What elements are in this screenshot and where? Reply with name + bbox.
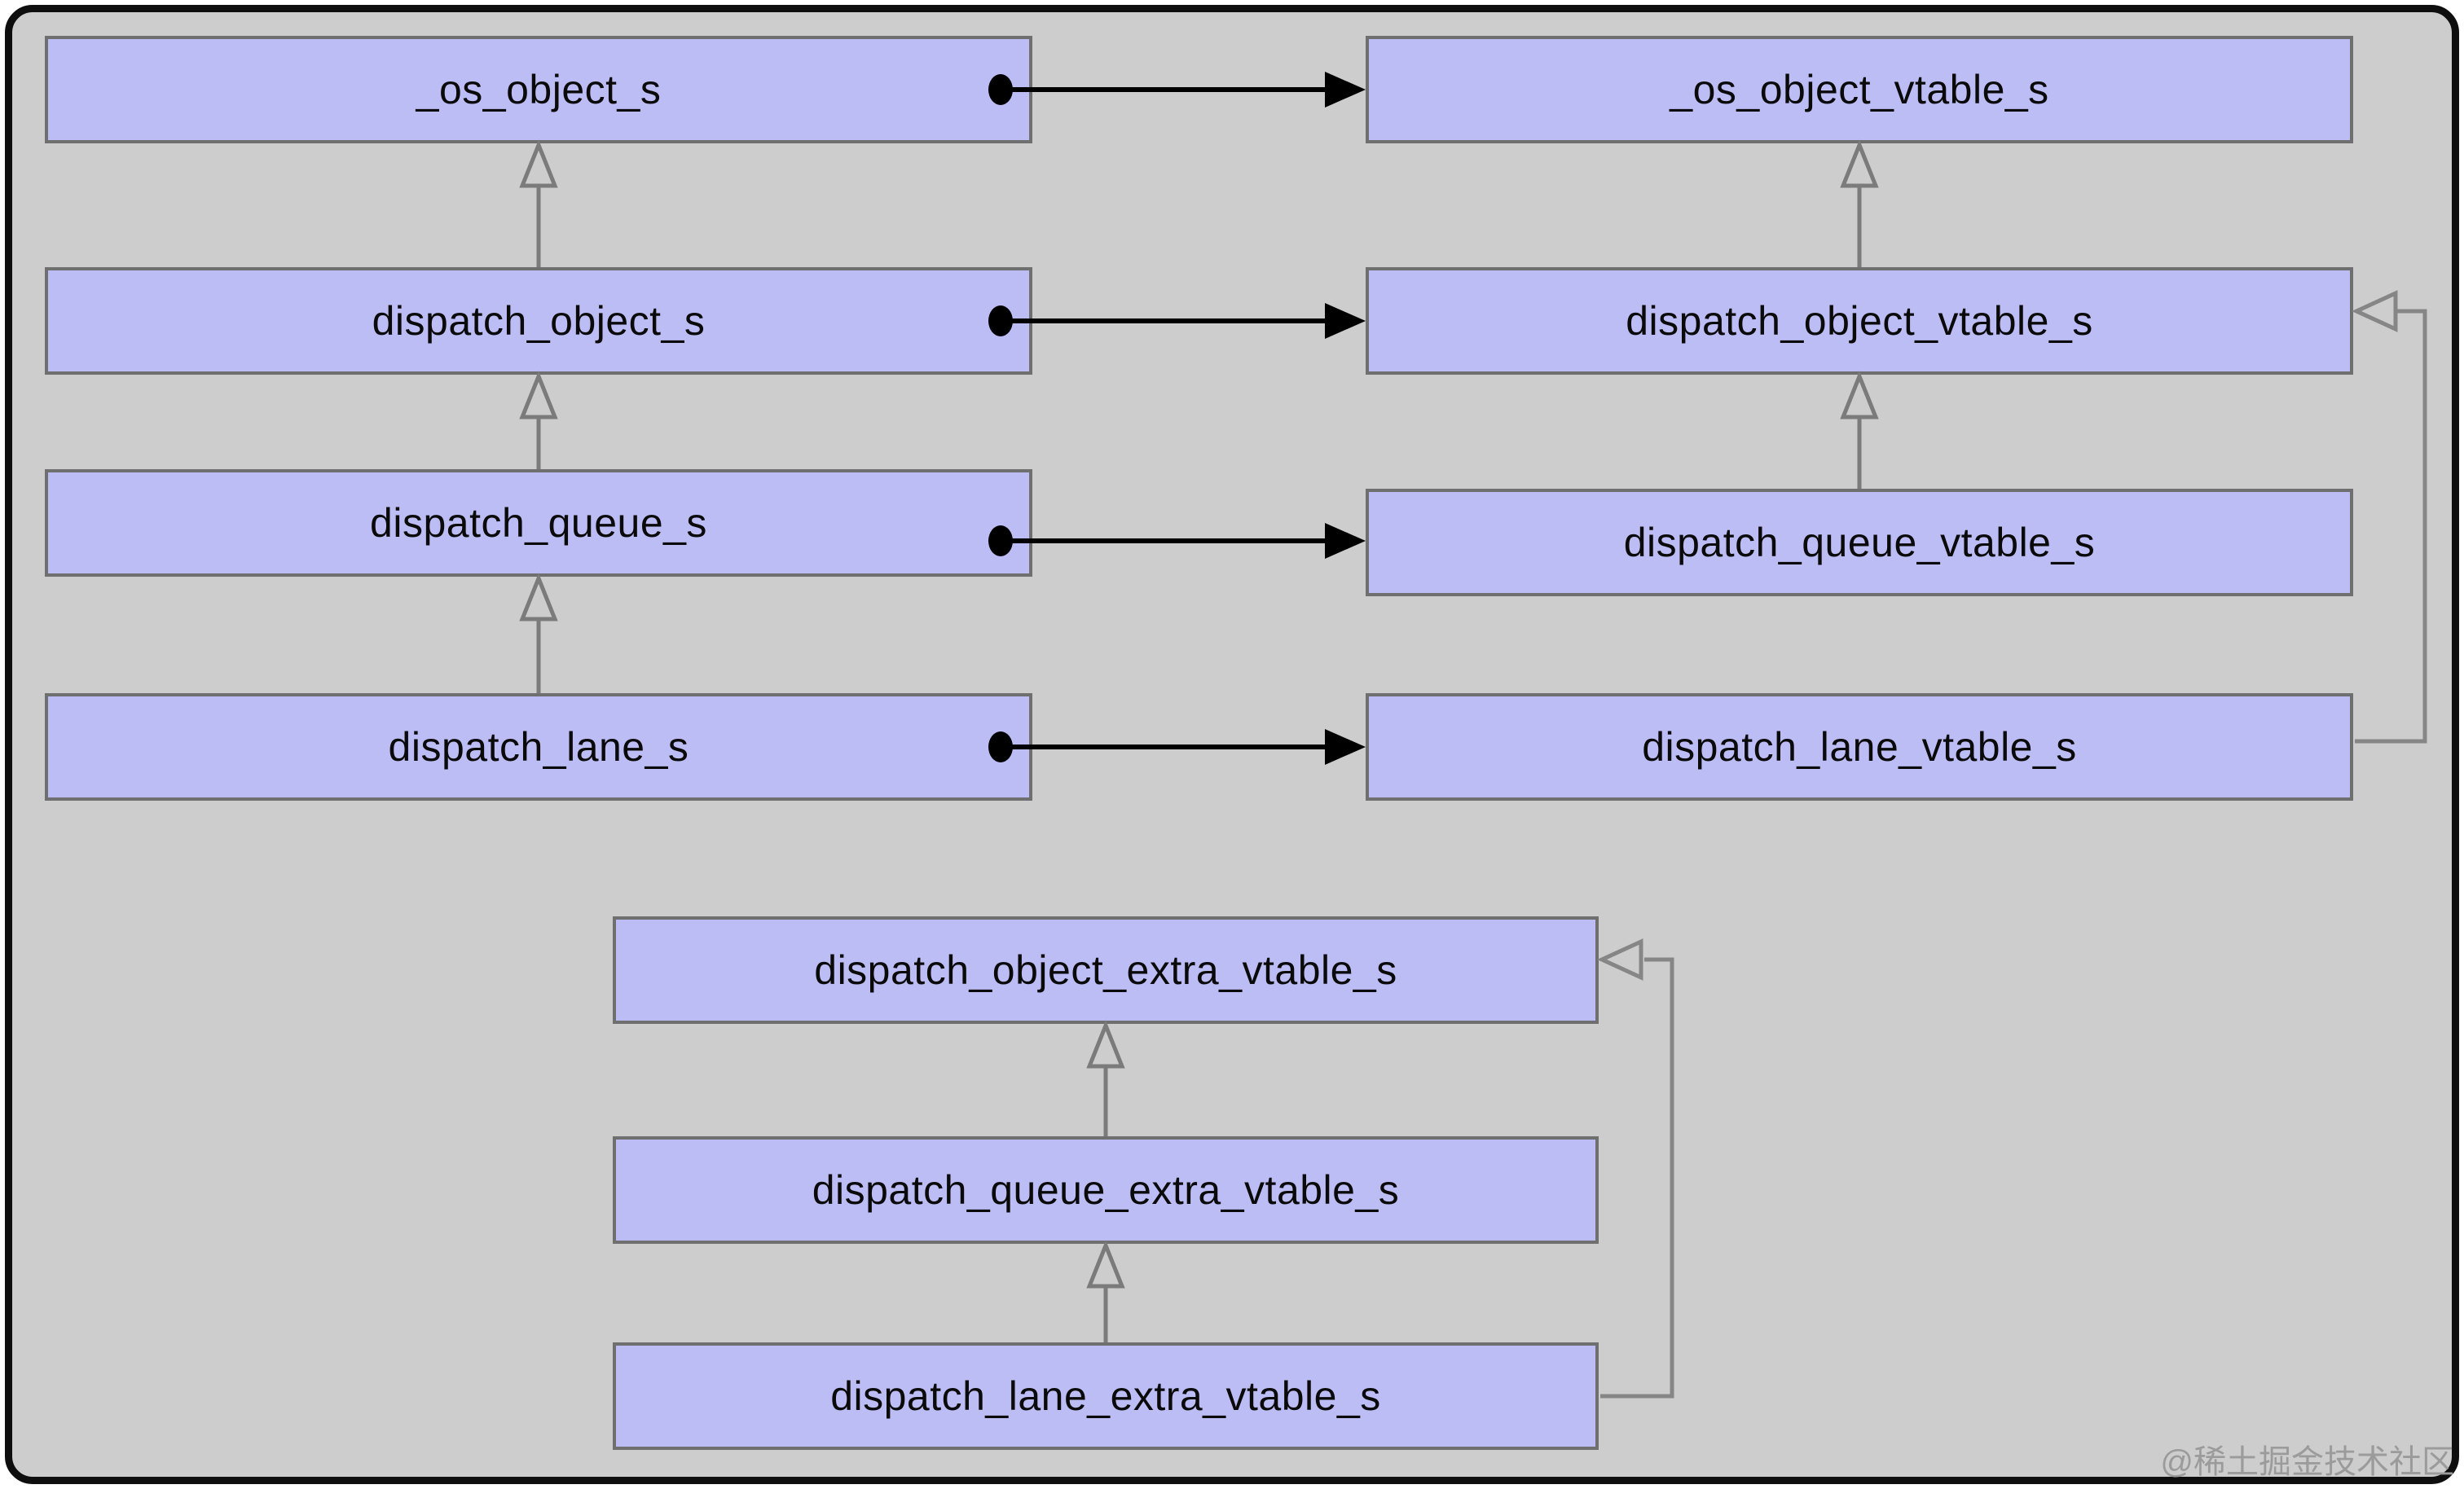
node-label: dispatch_queue_extra_vtable_s <box>812 1167 1400 1213</box>
node-label: dispatch_queue_vtable_s <box>1623 520 2096 565</box>
edge-association-dispatch-lane-to-lane-vtable <box>988 729 1366 765</box>
node-label: dispatch_lane_extra_vtable_s <box>830 1373 1381 1419</box>
edge-inheritance-dispatch-queue-to-dispatch-object <box>519 371 558 469</box>
node-label: dispatch_object_s <box>372 298 706 344</box>
edge-inheritance-lane-extra-to-object-extra <box>1596 938 1674 1399</box>
node-label: _os_object_s <box>416 67 662 112</box>
edge-inheritance-dispatch-lane-to-dispatch-queue <box>519 573 558 693</box>
node-dispatch-queue-vtable-s: dispatch_queue_vtable_s <box>1366 489 2353 596</box>
node-os-object-vtable-s: _os_object_vtable_s <box>1366 36 2353 143</box>
watermark: @稀土掘金技术社区 <box>2160 1444 2454 1480</box>
node-dispatch-object-extra-vtable-s: dispatch_object_extra_vtable_s <box>613 916 1599 1024</box>
node-dispatch-lane-extra-vtable-s: dispatch_lane_extra_vtable_s <box>613 1342 1599 1450</box>
edge-inheritance-dispatch-object-to-os-object <box>519 139 558 267</box>
node-dispatch-object-s: dispatch_object_s <box>45 267 1032 375</box>
edge-association-dispatch-object-to-object-vtable <box>988 303 1366 339</box>
node-label: dispatch_lane_s <box>388 724 689 770</box>
node-label: dispatch_lane_vtable_s <box>1642 724 2077 770</box>
edge-inheritance-lane-vtable-to-object-vtable <box>2351 290 2427 744</box>
node-dispatch-lane-vtable-s: dispatch_lane_vtable_s <box>1366 693 2353 801</box>
node-label: dispatch_object_extra_vtable_s <box>814 947 1397 993</box>
edge-association-os-object-to-os-object-vtable <box>988 72 1366 108</box>
edge-inheritance-queue-extra-to-object-extra <box>1086 1020 1125 1136</box>
node-os-object-s: _os_object_s <box>45 36 1032 143</box>
edge-inheritance-lane-extra-to-queue-extra <box>1086 1240 1125 1342</box>
node-label: _os_object_vtable_s <box>1670 67 2049 112</box>
node-dispatch-lane-s: dispatch_lane_s <box>45 693 1032 801</box>
node-dispatch-queue-extra-vtable-s: dispatch_queue_extra_vtable_s <box>613 1136 1599 1244</box>
edge-association-dispatch-queue-to-queue-vtable <box>988 523 1366 559</box>
node-label: dispatch_queue_s <box>370 500 707 546</box>
node-label: dispatch_object_vtable_s <box>1626 298 2093 344</box>
edge-inheritance-queue-vtable-to-object-vtable <box>1840 371 1879 489</box>
edge-inheritance-object-vtable-to-os-object-vtable <box>1840 139 1879 267</box>
